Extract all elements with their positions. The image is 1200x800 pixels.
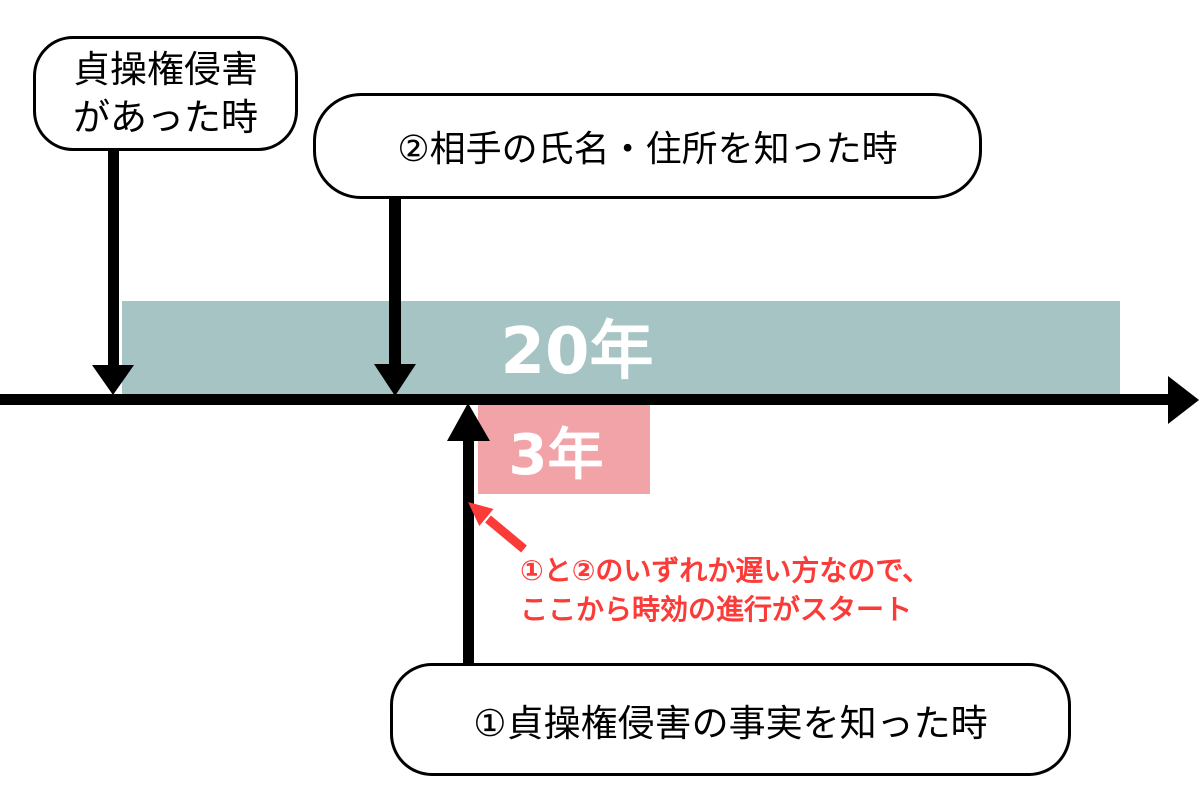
timeline-axis — [0, 394, 1172, 405]
event-box-knew-identity-label: ②相手の氏名・住所を知った時 — [397, 129, 898, 170]
event-box-occurrence: 貞操権侵害 があった時 — [33, 36, 298, 151]
annotation-arrow-shaft — [485, 515, 527, 553]
period-3y-label: 3年 — [508, 422, 604, 488]
event-box-knew-fact-label: ①貞操権侵害の事実を知った時 — [473, 701, 988, 745]
period-3y-band — [478, 405, 650, 494]
event-box-occurrence-line1: 貞操権侵害 — [73, 47, 258, 91]
knew-identity-down-arrowhead-icon — [374, 364, 416, 396]
knew-fact-up-arrowhead-icon — [447, 403, 490, 441]
prescription-start-annotation-line1: ①と②のいずれか遅い方なので、 — [520, 554, 931, 587]
period-20y-label: 20年 — [500, 315, 654, 389]
annotation-arrowhead-icon — [468, 502, 494, 526]
timeline-right-arrowhead-icon — [1168, 376, 1199, 424]
occurrence-arrow-stem — [108, 148, 119, 371]
event-box-knew-fact: ①貞操権侵害の事実を知った時 — [390, 663, 1071, 776]
prescription-start-annotation: ①と②のいずれか遅い方なので、 ここから時効の進行がスタート — [520, 551, 930, 629]
event-box-occurrence-line2: があった時 — [73, 95, 258, 139]
period-20y-band — [122, 301, 1120, 394]
event-box-knew-identity: ②相手の氏名・住所を知った時 — [313, 93, 982, 199]
knew-identity-arrow-stem — [389, 196, 401, 368]
occurrence-down-arrowhead-icon — [92, 365, 134, 395]
knew-fact-arrow-stem — [463, 437, 474, 668]
prescription-start-annotation-line2: ここから時効の進行がスタート — [520, 593, 913, 626]
